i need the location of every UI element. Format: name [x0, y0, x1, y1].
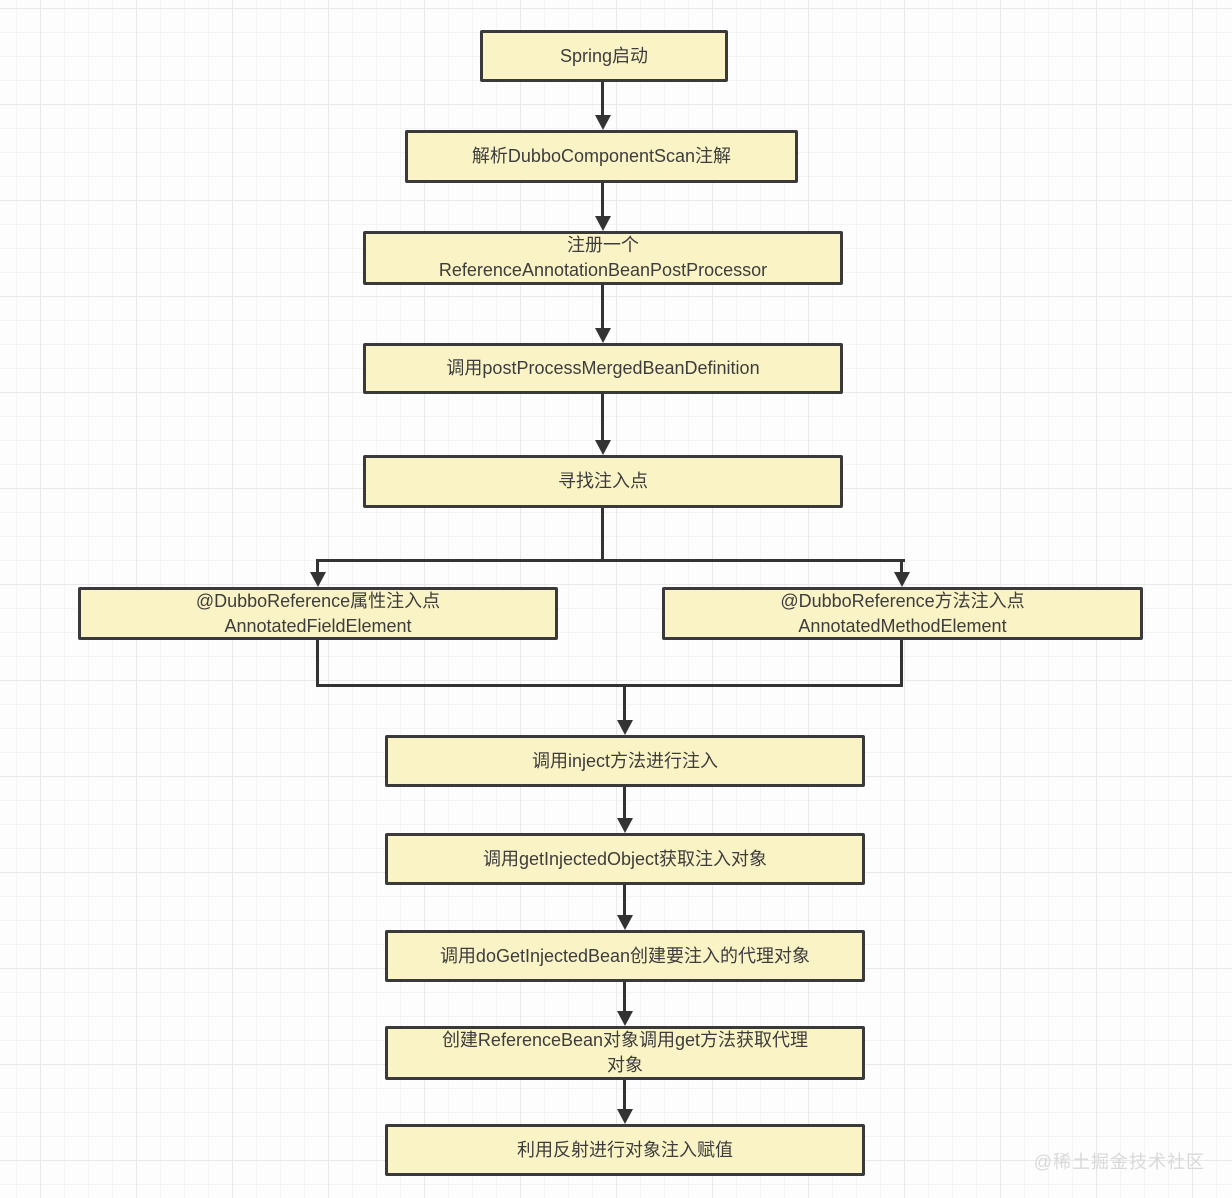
node-label: 创建ReferenceBean对象调用get方法获取代理 [441, 1030, 809, 1050]
split-horizontal-line [316, 559, 905, 562]
node-label: 调用doGetInjectedBean创建要注入的代理对象 [439, 945, 811, 966]
merge-horizontal-line [316, 684, 903, 687]
node-label: 注册一个 [567, 235, 639, 255]
flow-node-register-reference-annotation-bean-post-processor: 注册一个 ReferenceAnnotationBeanPostProcesso… [363, 231, 843, 285]
flow-node-call-do-get-injected-bean: 调用doGetInjectedBean创建要注入的代理对象 [385, 930, 865, 982]
arrow-down-icon [617, 885, 633, 930]
flow-node-field-injection-point: @DubboReference属性注入点 AnnotatedFieldEleme… [78, 587, 558, 640]
flow-node-parse-dubbo-component-scan: 解析DubboComponentScan注解 [405, 130, 798, 183]
node-label: 解析DubboComponentScan注解 [471, 146, 732, 166]
node-label: 调用inject方法进行注入 [531, 750, 719, 771]
node-label: @DubboReference方法注入点 [780, 590, 1025, 611]
node-label: 寻找注入点 [558, 471, 648, 491]
arrow-down-icon [617, 1080, 633, 1124]
arrow-down-icon [595, 394, 611, 455]
merge-right-line [900, 640, 903, 687]
arrow-down-icon [595, 82, 611, 130]
node-label: 利用反射进行对象注入赋值 [517, 1139, 733, 1160]
node-label: Spring启动 [559, 45, 649, 66]
split-stem-line [601, 508, 604, 562]
node-label: AnnotatedMethodElement [798, 615, 1007, 636]
arrow-down-icon [595, 285, 611, 343]
flow-node-method-injection-point: @DubboReference方法注入点 AnnotatedMethodElem… [662, 587, 1143, 640]
arrow-down-icon [617, 684, 633, 735]
node-label: 调用postProcessMergedBeanDefinition [446, 358, 760, 378]
watermark-text: @稀土掘金技术社区 [1033, 1152, 1205, 1172]
merge-left-line [316, 640, 319, 687]
flow-node-spring-start: Spring启动 [480, 30, 728, 82]
flow-node-call-post-process-merged-bean-definition: 调用postProcessMergedBeanDefinition [363, 343, 843, 394]
flow-node-reflection-injection: 利用反射进行对象注入赋值 [385, 1124, 865, 1176]
arrow-down-icon [894, 559, 910, 587]
flow-node-call-inject: 调用inject方法进行注入 [385, 735, 865, 787]
node-label: ReferenceAnnotationBeanPostProcessor [438, 260, 768, 280]
flow-node-create-reference-bean-get: 创建ReferenceBean对象调用get方法获取代理 对象 [385, 1026, 865, 1080]
arrow-down-icon [617, 982, 633, 1026]
flow-node-find-injection-points: 寻找注入点 [363, 455, 843, 508]
arrow-down-icon [595, 183, 611, 231]
flow-node-call-get-injected-object: 调用getInjectedObject获取注入对象 [385, 833, 865, 885]
node-label: 调用getInjectedObject获取注入对象 [482, 848, 768, 869]
node-label: AnnotatedFieldElement [224, 615, 412, 636]
arrow-down-icon [310, 559, 326, 587]
node-label: @DubboReference属性注入点 [195, 590, 441, 611]
arrow-down-icon [617, 787, 633, 833]
node-label: 对象 [607, 1055, 643, 1075]
